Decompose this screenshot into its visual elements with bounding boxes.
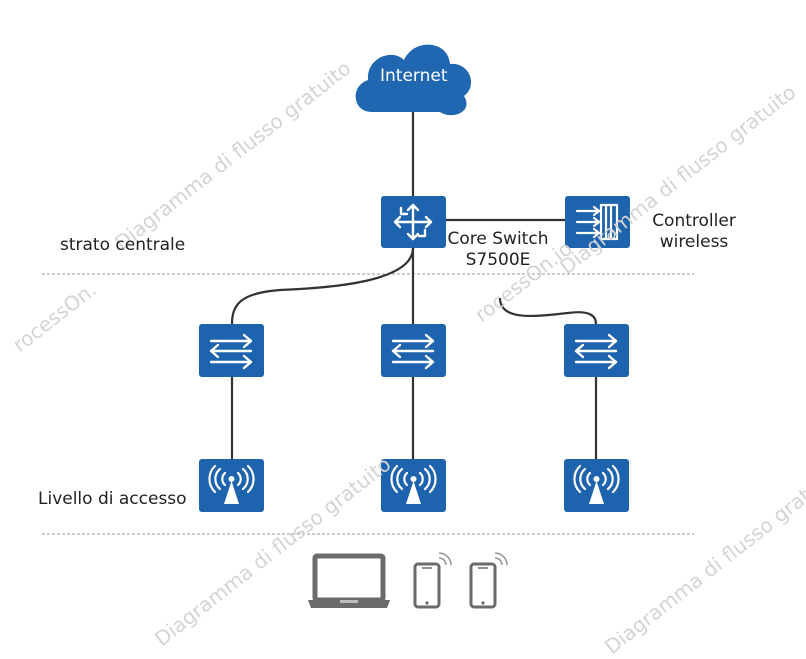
core-switch-model: S7500E: [465, 250, 531, 270]
access-point-icon: [381, 459, 446, 512]
access-layer-label: Livello di accesso: [38, 489, 187, 509]
core-switch-icon: [381, 196, 446, 248]
access-switch-icon: [199, 324, 264, 377]
wireless-controller-icon: [565, 196, 630, 248]
laptop-icon: [308, 553, 390, 608]
link-controller-access-right: [498, 297, 598, 325]
access-point-icon: [564, 459, 629, 512]
wireless-controller-type: wireless: [659, 232, 729, 252]
access-point-icon: [199, 459, 264, 512]
wireless-controller-name: Controller: [652, 211, 736, 231]
core-layer-label: strato centrale: [60, 235, 186, 255]
network-diagram: [42, 44, 694, 609]
internet-label: Internet: [380, 66, 448, 86]
smartphone-icon: [469, 552, 508, 609]
connections: [230, 112, 598, 459]
access-switch-icon: [564, 324, 629, 377]
core-switch-name: Core Switch: [447, 229, 549, 249]
wireless-controller-label: Controller wireless: [644, 211, 744, 253]
smartphone-icon: [413, 552, 452, 609]
core-switch-label: Core Switch S7500E: [444, 229, 552, 271]
access-switch-icon: [381, 324, 446, 377]
link-core-access-left: [230, 247, 415, 325]
cloud-icon: [355, 44, 472, 116]
